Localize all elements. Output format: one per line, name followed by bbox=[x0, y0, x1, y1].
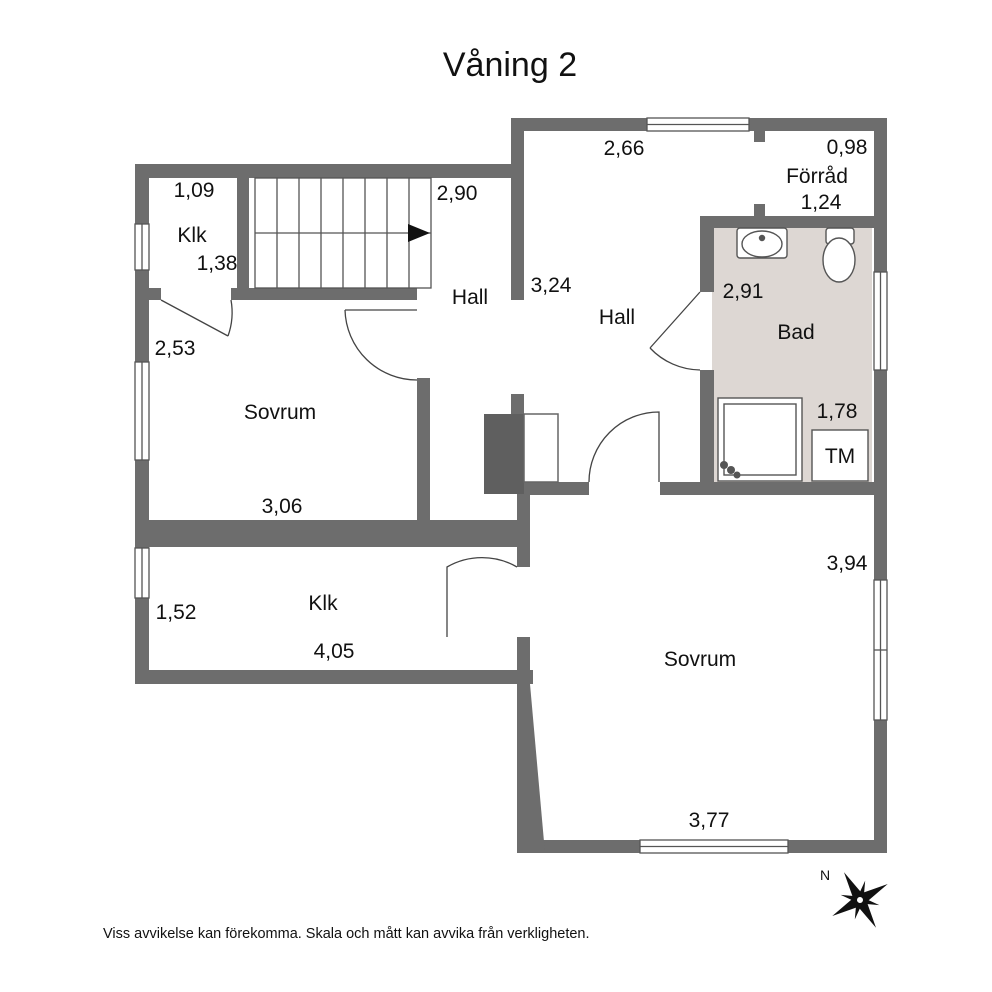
dim-sovrum-left-w: 3,06 bbox=[262, 495, 303, 518]
bath-fixtures bbox=[717, 227, 869, 482]
stair-direction-arrow-icon bbox=[408, 224, 430, 242]
dim-klk-long-w: 4,05 bbox=[314, 640, 355, 663]
room-label-hall-right: Hall bbox=[599, 306, 635, 329]
dim-klk-small-w: 1,09 bbox=[174, 179, 215, 202]
staircase bbox=[254, 177, 432, 289]
dim-stair: 2,90 bbox=[437, 182, 478, 205]
windows bbox=[134, 117, 888, 854]
floor-title: Våning 2 bbox=[443, 46, 577, 84]
chimney-hatch bbox=[523, 413, 559, 483]
room-label-klk-small: Klk bbox=[177, 224, 207, 247]
dim-sovrum-big-w: 3,77 bbox=[689, 809, 730, 832]
chimney bbox=[484, 414, 524, 494]
dim-bad-w: 2,91 bbox=[723, 280, 764, 303]
dim-klk-long-h: 1,52 bbox=[156, 601, 197, 624]
dim-forrad-h: 1,24 bbox=[801, 191, 842, 214]
room-label-forrad: Förråd bbox=[786, 165, 848, 188]
room-label-sovrum-big: Sovrum bbox=[664, 648, 736, 671]
dim-forrad-w: 0,98 bbox=[827, 136, 868, 159]
dim-hall-mid: 3,24 bbox=[531, 274, 572, 297]
tm-box bbox=[811, 429, 869, 482]
room-label-bad: Bad bbox=[777, 321, 814, 344]
room-label-hall-left: Hall bbox=[452, 286, 488, 309]
dim-sovrum-big-h: 3,94 bbox=[827, 552, 868, 575]
toilet-bowl bbox=[822, 237, 856, 283]
dim-bad-h: 1,78 bbox=[817, 400, 858, 423]
shower-head-icon bbox=[720, 461, 741, 479]
tm-label: TM bbox=[825, 445, 855, 468]
dim-hall-upper: 2,66 bbox=[604, 137, 645, 160]
doors bbox=[160, 291, 701, 637]
dim-klk-small-h: 1,38 bbox=[197, 252, 238, 275]
disclaimer: Viss avvikelse kan förekomma. Skala och … bbox=[103, 926, 590, 942]
compass-rose-icon bbox=[832, 872, 888, 928]
dim-sovrum-left-h: 2,53 bbox=[155, 337, 196, 360]
compass-north-label: N bbox=[820, 867, 830, 883]
room-label-sovrum-left: Sovrum bbox=[244, 401, 316, 424]
room-label-klk-long: Klk bbox=[308, 592, 338, 615]
sink-basin bbox=[741, 230, 783, 258]
